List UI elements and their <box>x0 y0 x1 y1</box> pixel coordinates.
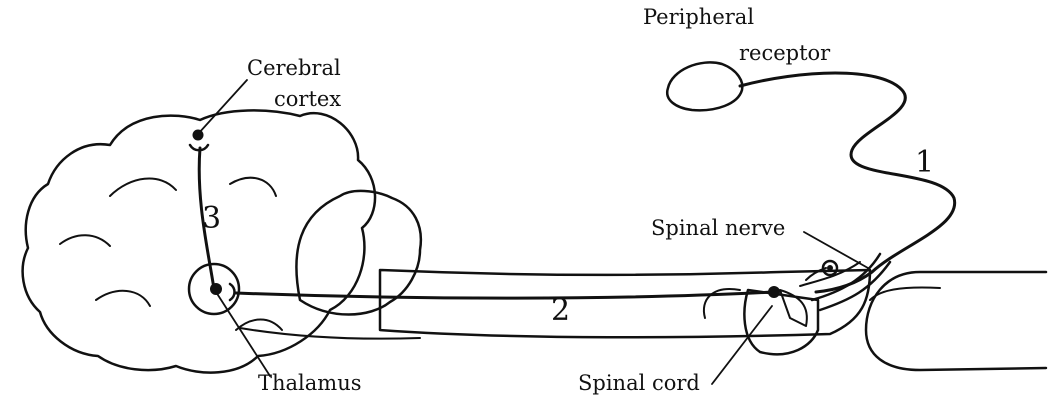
spinal-cord-segment <box>866 272 1046 370</box>
peripheral-receptor <box>667 62 742 110</box>
neuron-2-label: 2 <box>551 296 570 326</box>
spinal-nerve-label: Spinal nerve <box>651 218 785 239</box>
thalamus-label: Thalamus <box>258 373 362 394</box>
peripheral-receptor-label-line1: Peripheral <box>643 7 754 28</box>
spinal-cord-leader <box>712 306 772 384</box>
neuron-1-path <box>740 73 955 292</box>
neuron-3-label: 3 <box>202 204 221 234</box>
thalamus-leader <box>216 292 270 376</box>
cerebral-cortex-leader <box>198 80 247 134</box>
neuron-2-path <box>210 283 780 300</box>
peripheral-receptor-label-line2: receptor <box>739 43 830 64</box>
neuron-1-label: 1 <box>915 148 934 178</box>
spinal-cord-label: Spinal cord <box>578 373 700 394</box>
spinal-nerve <box>800 254 890 310</box>
cerebral-cortex-label-line2: cortex <box>274 89 341 110</box>
cerebral-cortex-label-line1: Cerebral <box>247 58 341 79</box>
